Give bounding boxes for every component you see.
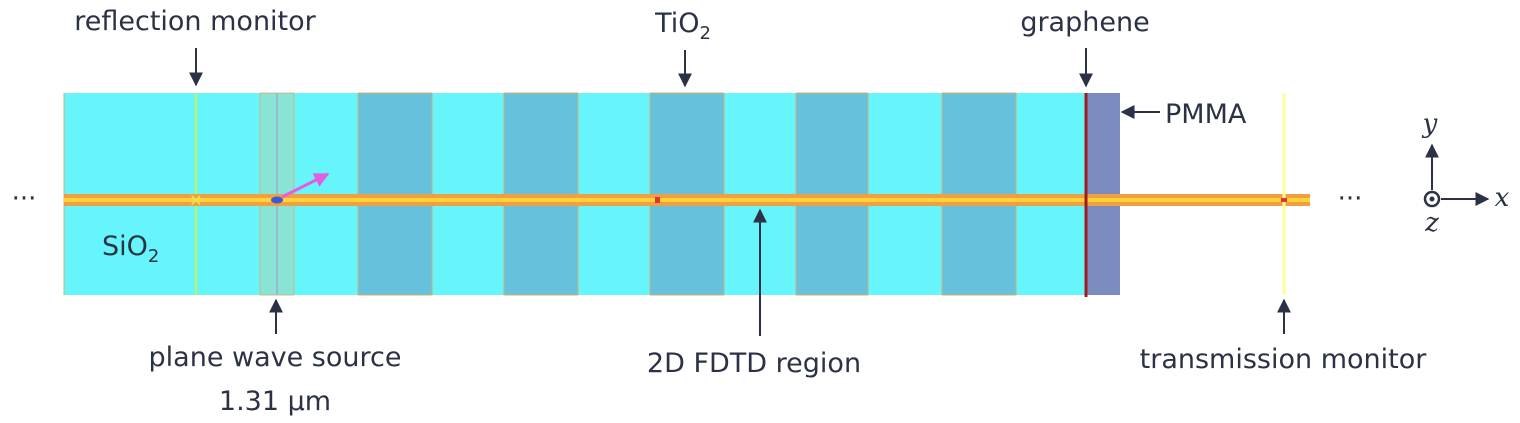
left-ellipsis: ··· xyxy=(12,184,37,214)
source-dot xyxy=(271,196,283,204)
annotation-arrows xyxy=(189,48,1291,336)
z-axis-out-of-page-icon xyxy=(1423,190,1441,208)
transmission-monitor-label: transmission monitor xyxy=(1140,344,1428,375)
wavelength-label: 1.31 μm xyxy=(219,386,331,417)
y-axis-label: y xyxy=(1422,109,1438,139)
reflection-monitor-label: reflection monitor xyxy=(74,6,316,37)
sio2-label: SiO2 xyxy=(102,231,159,267)
pmma-label: PMMA xyxy=(1165,99,1247,130)
x-axis-label: x xyxy=(1495,183,1510,213)
graphene-label: graphene xyxy=(1020,7,1149,38)
reflection-monitor-marker: ✕ xyxy=(189,191,202,210)
right-ellipsis: ··· xyxy=(1338,184,1363,214)
band-marker-end xyxy=(1281,198,1287,202)
tio2-label: TiO2 xyxy=(654,8,711,44)
coordinate-axes: y x z xyxy=(1422,109,1510,238)
band-marker xyxy=(655,197,660,203)
source-direction-arrow xyxy=(281,172,330,199)
plane-wave-source-label: plane wave source xyxy=(149,342,402,373)
fdtd-region-label: 2D FDTD region xyxy=(647,348,861,379)
fdtd-region-band xyxy=(64,194,1310,206)
z-axis-label: z xyxy=(1424,208,1439,238)
